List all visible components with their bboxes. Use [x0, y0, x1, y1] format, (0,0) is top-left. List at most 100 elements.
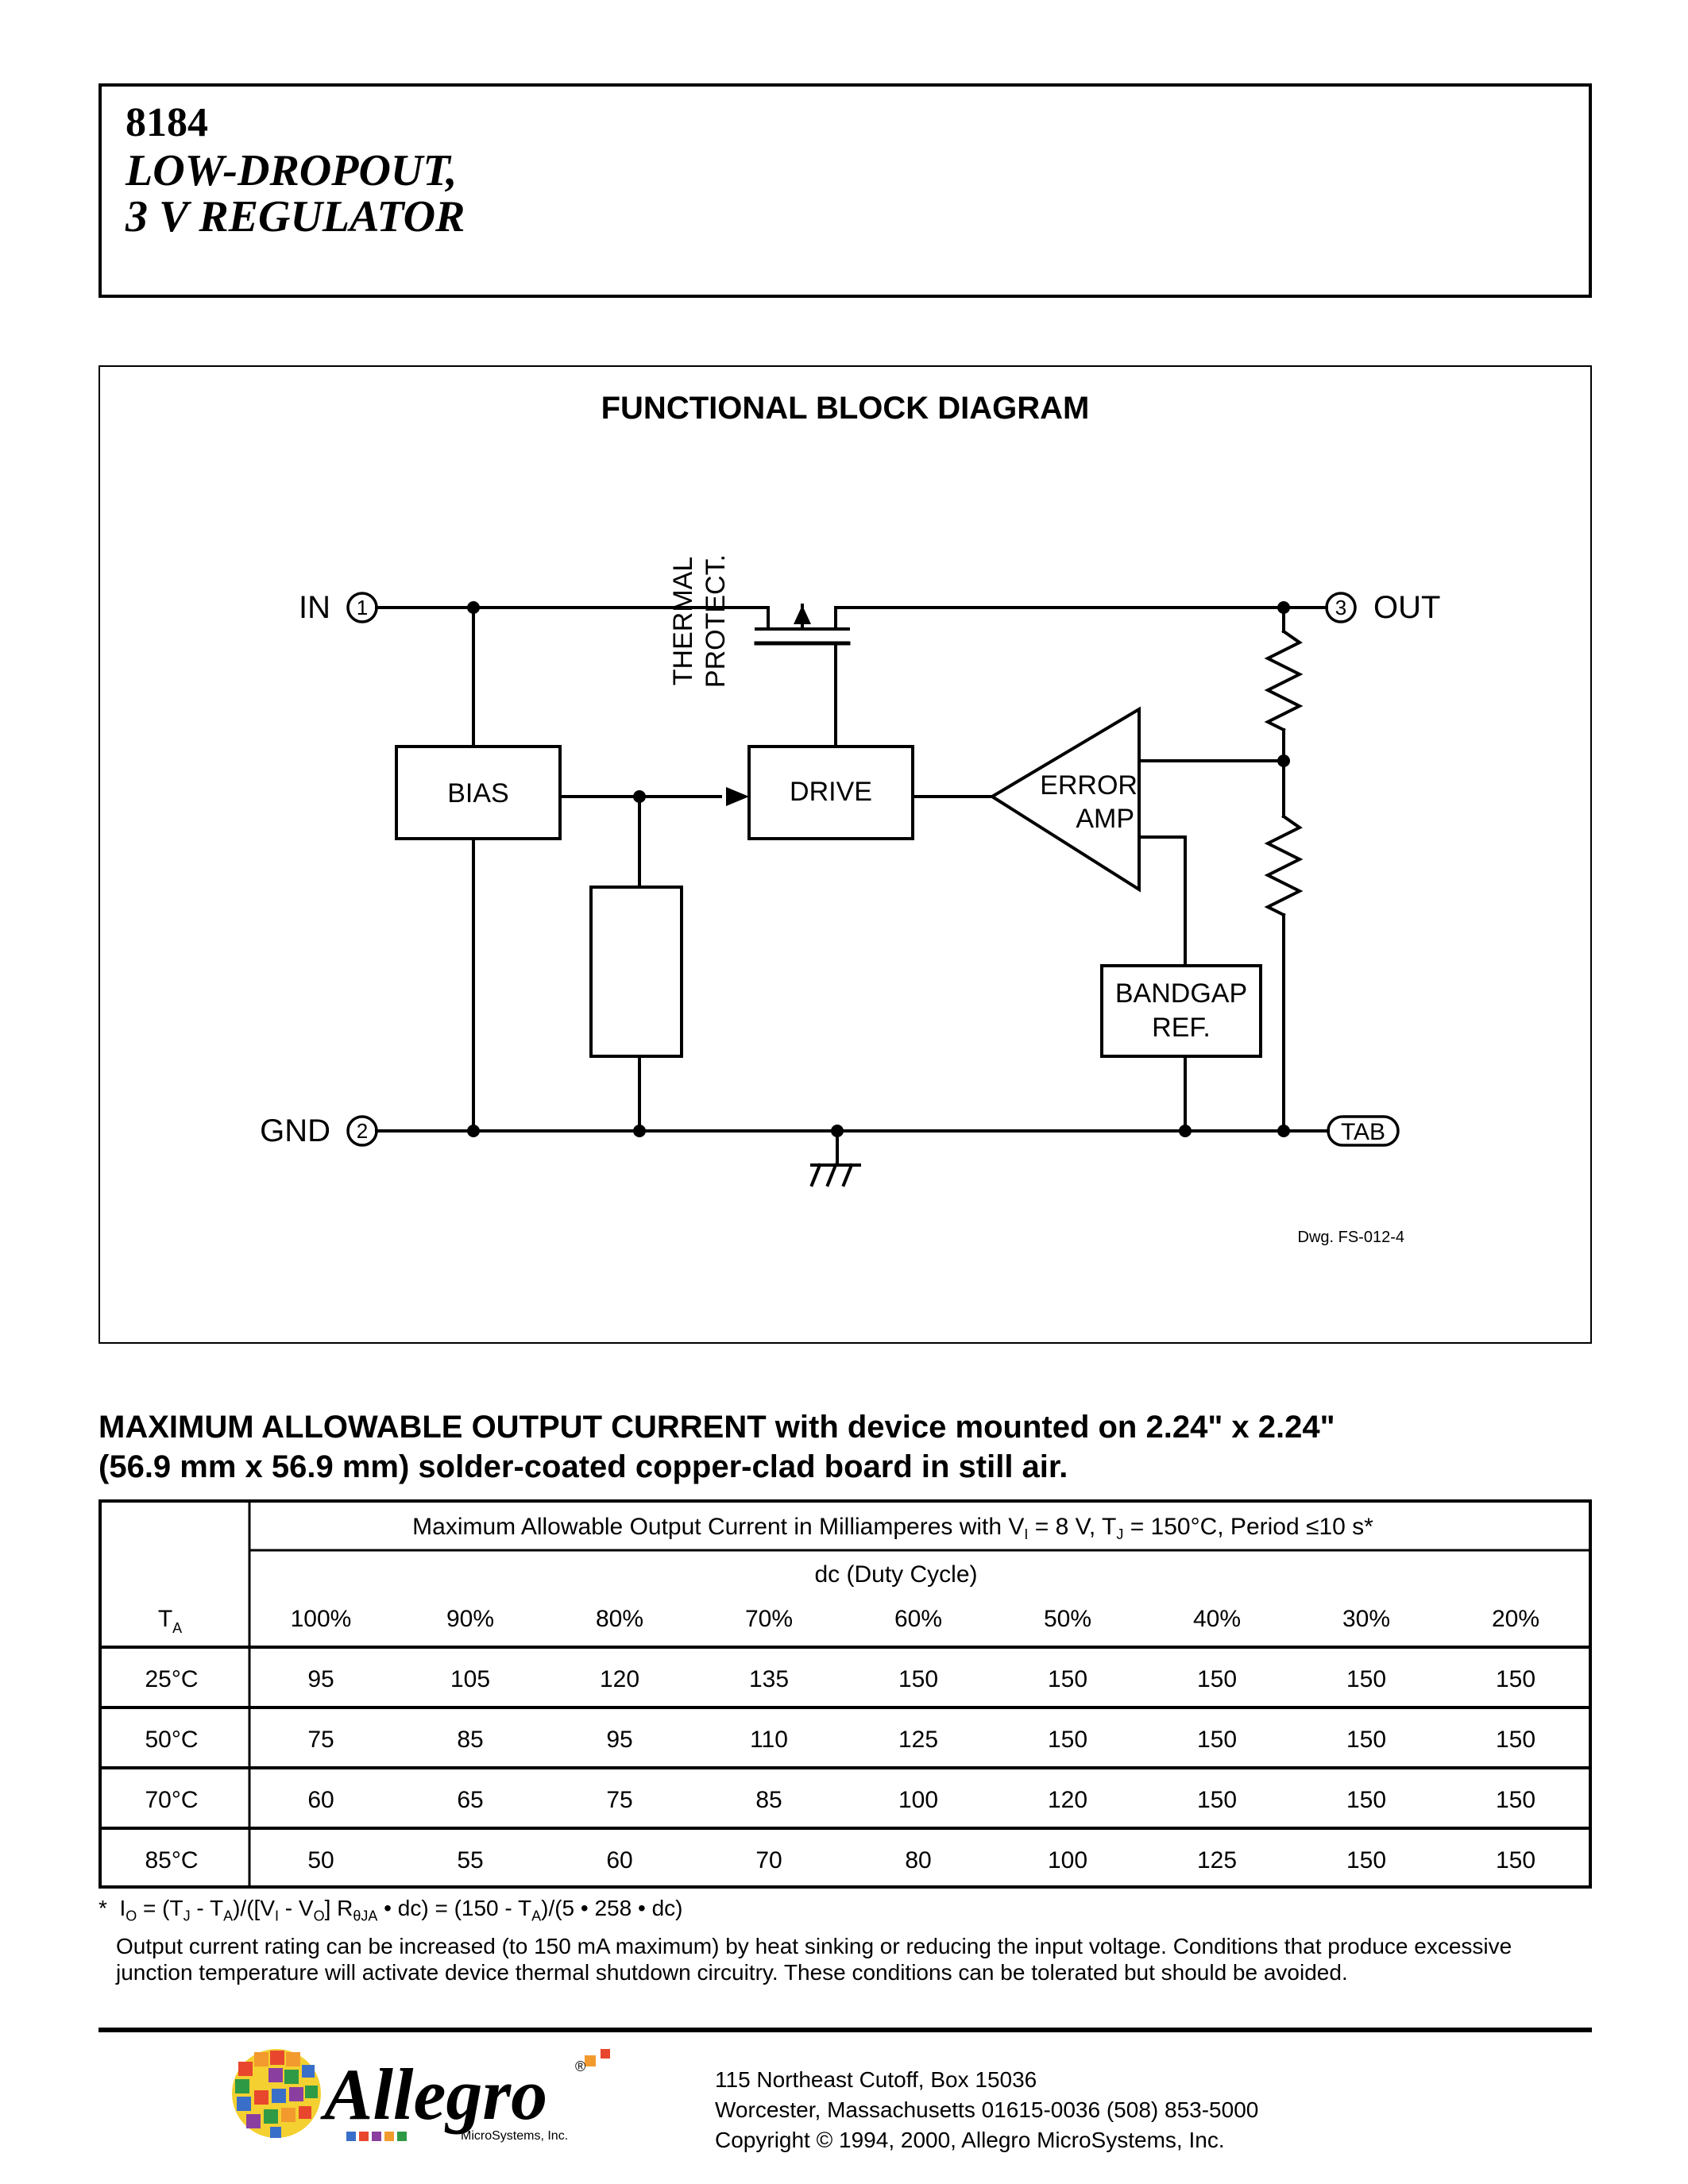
table-cell: 80: [905, 1847, 931, 1873]
duty-header-row: 100%90%80%70%60%50%40%30%20%: [291, 1606, 1539, 1632]
pin-in-label: IN: [299, 590, 330, 625]
fet-body-arrow: [794, 605, 811, 624]
ground-hatch-3: [841, 1163, 854, 1187]
row-temperature: 50°C: [145, 1727, 198, 1753]
footer-address: 115 Northeast Cutoff, Box 15036 Worceste…: [715, 2065, 1258, 2155]
bandgap-to-error-wire: [1138, 835, 1187, 967]
part-number: 8184: [126, 100, 208, 145]
error-amp-label-1: ERROR: [1040, 770, 1138, 801]
title-line-1: LOW-DROPOUT,: [126, 146, 458, 195]
duty-cycle-header: 80%: [596, 1606, 643, 1632]
pin-out-label: OUT: [1373, 590, 1440, 625]
duty-cycle-label: dc (Duty Cycle): [814, 1561, 977, 1588]
table-cell: 125: [898, 1727, 938, 1753]
table-cell: 150: [1346, 1727, 1386, 1753]
ground-hatch-1: [809, 1163, 822, 1187]
table-cell: 65: [457, 1787, 483, 1813]
thermal-protect-block: [589, 886, 683, 1058]
table-cell: 100: [898, 1787, 938, 1813]
duty-cycle-header: 30%: [1342, 1606, 1390, 1632]
table-cell: 70: [755, 1847, 782, 1873]
table-cell: 150: [1197, 1666, 1237, 1692]
table-cell: 120: [600, 1666, 639, 1692]
table-heading-line-2: (56.9 mm x 56.9 mm) solder-coated copper…: [98, 1449, 1068, 1484]
table-cell: 150: [1197, 1787, 1237, 1813]
table-cell: 110: [750, 1727, 788, 1753]
drive-input-arrow: [726, 787, 749, 806]
table-cell: 150: [1346, 1787, 1386, 1813]
row-temperature: 85°C: [145, 1847, 198, 1873]
duty-cycle-header: 100%: [291, 1606, 352, 1632]
table-cell: 55: [457, 1847, 483, 1873]
block-diagram: FUNCTIONAL BLOCK DIAGRAM IN 1 GND 2 OUT …: [260, 391, 1440, 1246]
table-heading-line-1: MAXIMUM ALLOWABLE OUTPUT CURRENT with de…: [98, 1410, 1335, 1445]
table-row: 50°C 75 85 95 110 125 150 150 150 150: [145, 1727, 1535, 1753]
table-cell: 150: [1496, 1666, 1535, 1692]
duty-cycle-header: 60%: [894, 1606, 942, 1632]
table-cell: 125: [1197, 1847, 1237, 1873]
duty-cycle-header: 50%: [1044, 1606, 1091, 1632]
error-amp-triangle: [989, 706, 1141, 893]
table-cell: 95: [307, 1666, 334, 1692]
bandgap-label-1: BANDGAP: [1115, 978, 1247, 1009]
junction-dot: [1277, 754, 1290, 767]
resistor-r2: [1264, 814, 1304, 917]
thermal-label-1: THERMAL: [668, 557, 698, 685]
address-line-3: Copyright © 1994, 2000, Allegro MicroSys…: [715, 2128, 1225, 2152]
junction-dot: [467, 601, 480, 614]
error-amp-label-2: AMP: [1076, 804, 1134, 834]
table-cell: 60: [307, 1787, 334, 1813]
pin-2-number: 2: [357, 1119, 368, 1143]
junction-dot: [1277, 601, 1290, 614]
table-cell: 75: [307, 1727, 334, 1753]
table-cell: 150: [1496, 1787, 1535, 1813]
table-cell: 150: [1496, 1727, 1535, 1753]
table-cell: 60: [606, 1847, 632, 1873]
pin-tab-label: TAB: [1341, 1119, 1385, 1145]
table-border: [98, 1499, 1592, 1889]
bias-label: BIAS: [447, 778, 508, 808]
pin-3-number: 3: [1335, 596, 1346, 619]
table-cell: 95: [606, 1727, 632, 1753]
logo-mosaic: [232, 2049, 610, 2141]
duty-cycle-header: 70%: [745, 1606, 793, 1632]
table-cell: 75: [606, 1787, 632, 1813]
table-cell: 150: [898, 1666, 938, 1692]
table-cell: 150: [1496, 1847, 1535, 1873]
address-line-1: 115 Northeast Cutoff, Box 15036: [715, 2067, 1037, 2092]
bias-block: [395, 745, 562, 840]
title-line-2: 3 V REGULATOR: [126, 192, 465, 241]
table-cell: 85: [457, 1727, 483, 1753]
header-box: 8184 LOW-DROPOUT, 3 V REGULATOR: [98, 83, 1592, 298]
table-cell: 150: [1346, 1666, 1386, 1692]
junction-dot: [633, 1125, 646, 1137]
table-cell: 150: [1048, 1666, 1087, 1692]
footnote-formula: * IO = (TJ - TA)/([VI - VO] RθJA • dc) =…: [98, 1896, 683, 1924]
row-temperature: 70°C: [145, 1787, 198, 1813]
duty-cycle-header: 40%: [1193, 1606, 1241, 1632]
logo-wordmark: Allegro: [320, 2054, 547, 2135]
table-cell: 150: [1197, 1727, 1237, 1753]
drive-block: [747, 745, 914, 840]
address-line-2: Worcester, Massachusetts 01615-0036 (508…: [715, 2097, 1259, 2122]
junction-dot: [467, 1125, 480, 1137]
junction-dot: [831, 1125, 844, 1137]
table-header-title: Maximum Allowable Output Current in Mill…: [412, 1514, 1373, 1542]
pin-2-circle: [346, 1115, 378, 1147]
table-cell: 50: [307, 1847, 334, 1873]
table-cell: 135: [749, 1666, 789, 1692]
table-cell: 150: [1048, 1727, 1087, 1753]
footer-rule: [98, 2028, 1592, 2032]
logo-registered-mark: ®: [575, 2059, 585, 2074]
pin-gnd-label: GND: [260, 1113, 330, 1148]
tab-pin-outline: [1327, 1115, 1400, 1147]
table-cell: 150: [1346, 1847, 1386, 1873]
junction-dot: [1277, 1125, 1290, 1137]
ground-hatch-2: [825, 1163, 838, 1187]
pin-1-number: 1: [357, 596, 368, 619]
drawing-number: Dwg. FS-012-4: [1298, 1229, 1405, 1246]
duty-cycle-header: 20%: [1492, 1606, 1539, 1632]
